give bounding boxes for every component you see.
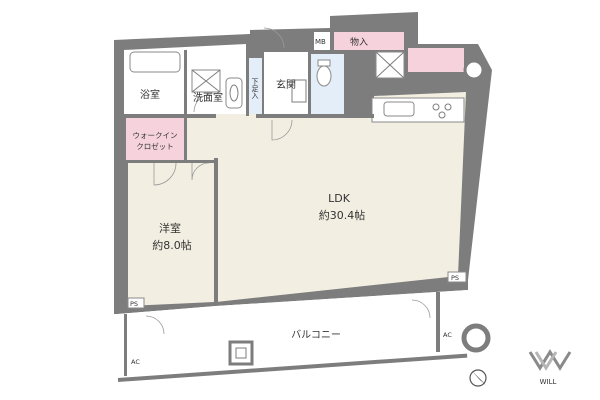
balcony-label: バルコニー [291,329,341,341]
air-conditioner-label-left: AC [131,358,140,366]
bath-label: 浴室 [140,88,160,101]
walk-in-closet-label-line2: クロゼット [136,141,174,151]
shoe-box-label: 下足入 [251,78,259,99]
wash-basin [225,77,243,109]
entrance-label: 玄関 [276,78,296,91]
air-conditioner-label-right: AC [443,331,452,339]
washroom-label: 洗面室 [193,91,223,104]
pipe-space-label-right: PS [451,274,459,282]
kitchen-storage [408,48,464,72]
kitchen-sink [383,101,415,117]
western-room-label: 洋室 [159,221,181,235]
logo-text: WILL [540,378,557,386]
meter-box-area [314,32,330,50]
column-round [463,59,485,81]
ldk-floor [216,92,466,302]
meter-box-label: MB [315,38,326,46]
balcony-round-column [461,323,491,353]
entrance-step [291,79,307,103]
hall-floor [186,114,256,160]
balcony [117,281,491,384]
pipe-space-label-left: PS [130,300,138,308]
door-swings [153,27,293,186]
north-arrow-icon [469,369,487,387]
storage-label: 物入 [350,36,368,48]
ldk-size-label: 約30.4帖 [319,208,366,222]
stove-burner [444,103,452,111]
ldk-label: LDK [328,192,351,205]
stove-burner [438,111,446,119]
western-room-floor [128,158,214,306]
balcony-hatch [228,340,254,366]
pipe-space-box-right [447,271,467,283]
entrance-area [264,52,308,116]
walk-in-closet-area [126,118,184,160]
shoe-box-area [248,58,262,114]
partition-walls [124,44,374,304]
storage-area [334,32,404,50]
western-room-size-label: 約8.0帖 [152,238,192,252]
stove-burner [432,103,440,111]
pipe-space-box-left [127,297,145,309]
bathtub [129,51,181,73]
will-logo: WILL [528,349,572,386]
toilet-bowl [316,65,332,87]
balcony-column [436,292,440,352]
walk-in-closet-label-line1: ウォークイン [133,131,178,140]
